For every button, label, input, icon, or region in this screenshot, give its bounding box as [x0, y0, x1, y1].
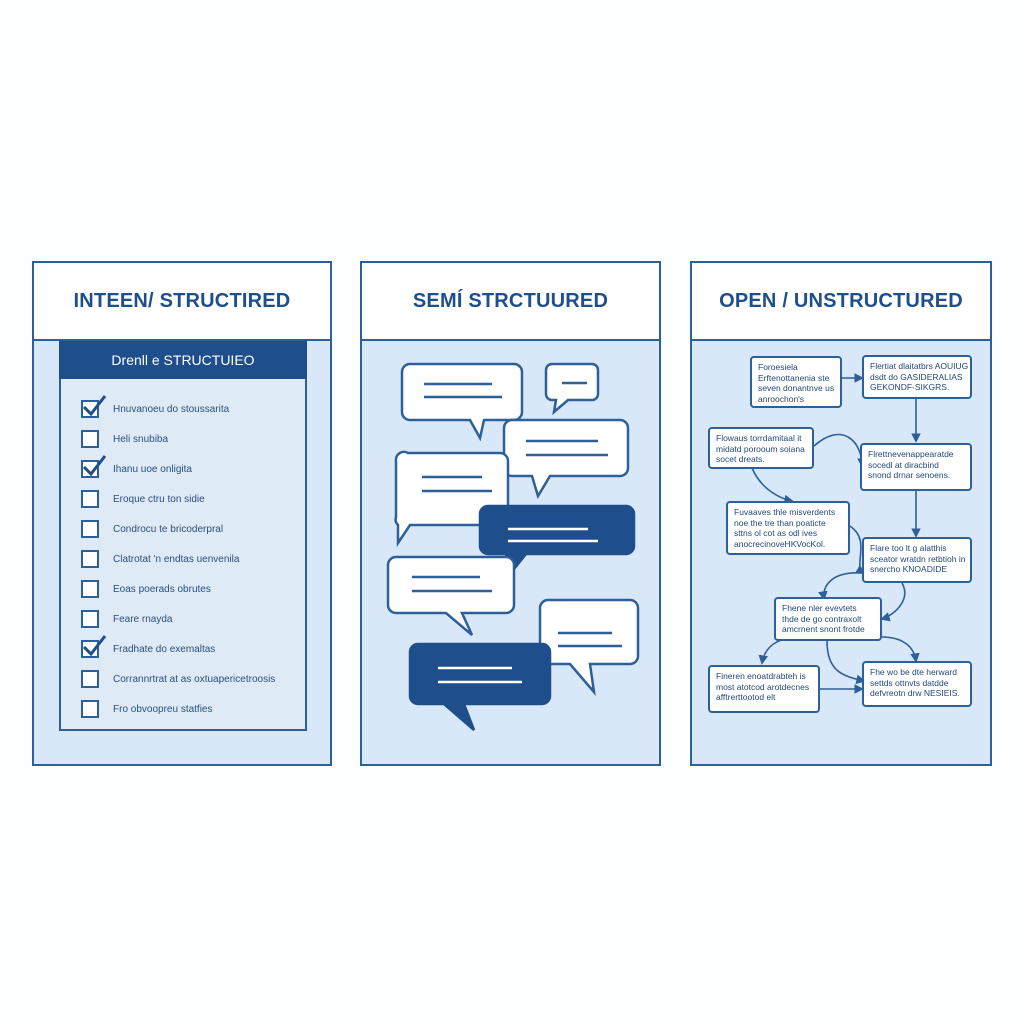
checkbox[interactable]: [81, 580, 99, 598]
speech-bubble-icon: [478, 504, 636, 577]
speech-bubble-icon: [408, 642, 552, 731]
flow-arrow: [758, 638, 788, 665]
checkbox[interactable]: [81, 700, 99, 718]
panel-body: [362, 341, 659, 764]
speech-bubble-icon: [386, 555, 516, 636]
checklist-item: Hnuvanoeu do stoussarita: [81, 395, 230, 420]
checklist-item-label: Hnuvanoeu do stoussarita: [113, 403, 230, 415]
structured-panel: INTEEN/ STRUCTIRED Drenll e STRUCTUIEO H…: [32, 261, 332, 766]
checklist-item: Clatrotat 'n endtas uenvenila: [81, 548, 239, 570]
checkbox[interactable]: [81, 395, 107, 418]
checklist-item-label: Condrocu te bricoderpral: [113, 523, 224, 535]
checklist-item: Eoas poerads obrutes: [81, 578, 211, 600]
flow-arrow: [813, 433, 867, 468]
checklist-item-label: Ihanu uoe onligita: [113, 463, 192, 475]
checklist-item: Heli snubiba: [81, 428, 168, 450]
semi-structured-panel: SEMÍ STRCTUURED: [360, 261, 661, 766]
checkmark-icon: [82, 635, 107, 657]
panel-title: SEMÍ STRCTUURED: [362, 263, 659, 341]
checkbox[interactable]: [81, 455, 107, 478]
flow-arrow: [826, 640, 866, 684]
flow-arrow: [751, 467, 794, 505]
checkbox[interactable]: [81, 490, 99, 508]
panel-body: Drenll e STRUCTUIEO Hnuvanoeu do stoussa…: [34, 341, 330, 764]
checklist-item-label: Feare rnayda: [113, 613, 173, 625]
unstructured-panel: OPEN / UNSTRUCTURED: [690, 261, 992, 766]
checklist-item-label: Heli snubiba: [113, 433, 169, 445]
checkbox[interactable]: [81, 550, 99, 568]
form-header: Drenll e STRUCTUIEO: [59, 341, 307, 379]
checklist-item-label: Eoas poerads obrutes: [113, 583, 211, 595]
checklist-item-label: Eroque ctru ton sidie: [113, 493, 205, 505]
checklist-form: Drenll e STRUCTUIEO Hnuvanoeu do stoussa…: [59, 341, 307, 731]
checklist-item: Corrannrtrat at as oxtuapericetroosis: [81, 668, 275, 690]
checklist-item-label: Fro obvoopreu statfies: [113, 703, 213, 715]
checkmark-icon: [82, 395, 107, 417]
checklist-item: Fro obvoopreu statfies: [81, 698, 213, 720]
speech-bubble-icon: [400, 362, 524, 442]
checklist-item-label: Clatrotat 'n endtas uenvenila: [113, 553, 240, 565]
speech-bubble-icon: [502, 418, 630, 500]
flow-arrow: [881, 636, 920, 663]
checklist-item: Ihanu uoe onligita: [81, 455, 192, 480]
checklist-item: Feare rnayda: [81, 608, 172, 630]
checklist-item: Fradhate do exemaltas: [81, 635, 216, 660]
flow-arrow: [849, 525, 866, 574]
checkbox[interactable]: [81, 635, 107, 658]
checklist-item-label: Fradhate do exemaltas: [113, 643, 216, 655]
flow-arrow: [880, 582, 906, 622]
checkbox[interactable]: [81, 670, 99, 688]
speech-bubbles: [386, 362, 640, 731]
checklist-item: Condrocu te bricoderpral: [81, 518, 223, 540]
panel-title: INTEEN/ STRUCTIRED: [34, 263, 330, 341]
flow-arrow: [818, 572, 863, 601]
checklist-item: Eroque ctru ton sidie: [81, 488, 205, 510]
checkmark-icon: [82, 455, 107, 477]
checkbox[interactable]: [81, 610, 99, 628]
panel-title: OPEN / UNSTRUCTURED: [692, 263, 990, 341]
speech-bubble-icon: [538, 598, 640, 697]
checkbox[interactable]: [81, 430, 99, 448]
checkbox[interactable]: [81, 520, 99, 538]
checklist-item-label: Corrannrtrat at as oxtuapericetroosis: [113, 673, 276, 685]
speech-bubble-icon: [544, 362, 600, 416]
